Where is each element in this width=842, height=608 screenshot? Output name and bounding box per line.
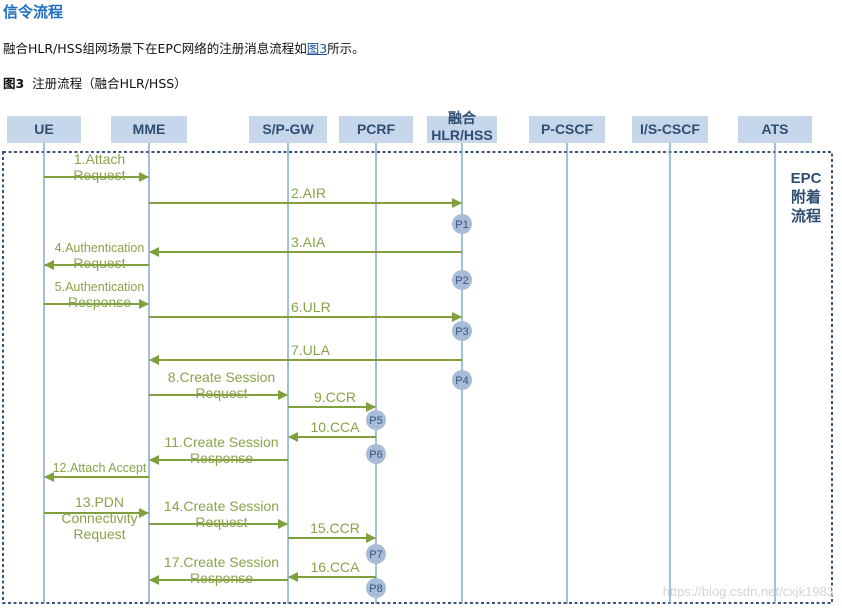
message-label-17-line2: Response <box>190 570 253 586</box>
entity-label-hlr-hss-line2: HLR/HSS <box>431 127 492 143</box>
point-marker-p4 <box>452 370 472 390</box>
entity-label-p-cscf: P-CSCF <box>541 121 594 137</box>
message-label-14-line2: Request <box>195 514 247 530</box>
message-label-16-line1: 16.CCA <box>310 559 360 575</box>
message-label-13-line2: Connectivity <box>61 510 137 526</box>
epc-attach-frame <box>2 151 833 604</box>
entity-box-i-s-cscf <box>632 116 708 143</box>
frame-label-line2: 附着 <box>791 188 821 206</box>
message-label-5-line1: 5.Authentication <box>55 280 145 294</box>
point-label-p6: P6 <box>369 449 382 461</box>
entity-box-p-cscf <box>529 116 605 143</box>
point-marker-p2 <box>452 270 472 290</box>
entity-box-ue <box>7 116 81 143</box>
message-label-14-line1: 14.Create Session <box>164 498 279 514</box>
message-label-13-line3: Request <box>73 526 125 542</box>
point-label-p7: P7 <box>369 549 382 561</box>
message-label-8-line1: 8.Create Session <box>168 369 275 385</box>
point-label-p5: P5 <box>369 415 382 427</box>
entity-label-mme: MME <box>133 121 166 137</box>
point-marker-p8 <box>366 578 386 598</box>
entity-box-mme <box>111 116 187 143</box>
entity-label-ue: UE <box>34 121 53 137</box>
message-label-12-line1: 12.Attach Accept <box>53 461 147 475</box>
point-label-p1: P1 <box>455 219 468 231</box>
point-marker-p3 <box>452 321 472 341</box>
point-label-p8: P8 <box>369 583 382 595</box>
frame-label-line1: EPC <box>791 170 822 187</box>
point-label-p3: P3 <box>455 326 468 338</box>
message-label-3-line1: 3.AIA <box>291 234 326 250</box>
point-marker-p7 <box>366 544 386 564</box>
entity-label-i-s-cscf: I/S-CSCF <box>640 121 700 137</box>
message-label-8-line2: Request <box>195 385 247 401</box>
figure-caption: 图3 注册流程（融合HLR/HSS） <box>3 73 187 92</box>
message-label-4-line1: 4.Authentication <box>55 241 145 255</box>
message-label-1-line2: Request <box>73 167 125 183</box>
watermark-text: https://blog.csdn.net/cxjk1983 <box>663 584 834 599</box>
figure-caption-text: 注册流程（融合HLR/HSS） <box>32 76 187 91</box>
message-label-11-line1: 11.Create Session <box>164 434 278 450</box>
entity-box-ats <box>738 116 812 143</box>
point-marker-p1 <box>452 214 472 234</box>
message-label-1-line1: 1.Attach <box>74 151 125 167</box>
message-label-17-line1: 17.Create Session <box>164 554 279 570</box>
entity-label-pcrf: PCRF <box>357 121 396 137</box>
entity-box-s-p-gw <box>249 116 327 143</box>
intro-prefix: 融合HLR/HSS组网场景下在EPC网络的注册消息流程如 <box>3 41 307 56</box>
message-label-5-line2: Response <box>68 294 131 310</box>
message-label-11-line2: Response <box>190 450 253 466</box>
entity-box-hlr-hss <box>427 116 497 143</box>
intro-text: 融合HLR/HSS组网场景下在EPC网络的注册消息流程如图3所示。 <box>3 38 365 57</box>
message-label-9-line1: 9.CCR <box>314 389 356 405</box>
figure-number: 图3 <box>3 76 25 91</box>
message-label-13-line1: 13.PDN <box>75 494 124 510</box>
entity-label-s-p-gw: S/P-GW <box>262 121 314 137</box>
intro-suffix: 所示。 <box>327 41 365 56</box>
frame-label-line3: 流程 <box>791 207 821 225</box>
figure-link[interactable]: 图3 <box>306 41 328 56</box>
entity-box-pcrf <box>339 116 413 143</box>
message-label-2-line1: 2.AIR <box>291 185 326 201</box>
message-label-4-line2: Request <box>73 255 125 271</box>
entity-label-hlr-hss-line1: 融合 <box>448 110 477 126</box>
section-title: 信令流程 <box>3 3 64 21</box>
message-label-7-line1: 7.ULA <box>291 342 331 358</box>
message-label-15-line1: 15.CCR <box>310 520 360 536</box>
point-label-p2: P2 <box>455 275 468 287</box>
point-marker-p6 <box>366 444 386 464</box>
point-marker-p5 <box>366 410 386 430</box>
point-label-p4: P4 <box>455 375 468 387</box>
message-label-6-line1: 6.ULR <box>291 299 331 315</box>
message-label-10-line1: 10.CCA <box>310 419 360 435</box>
entity-label-ats: ATS <box>762 121 789 137</box>
